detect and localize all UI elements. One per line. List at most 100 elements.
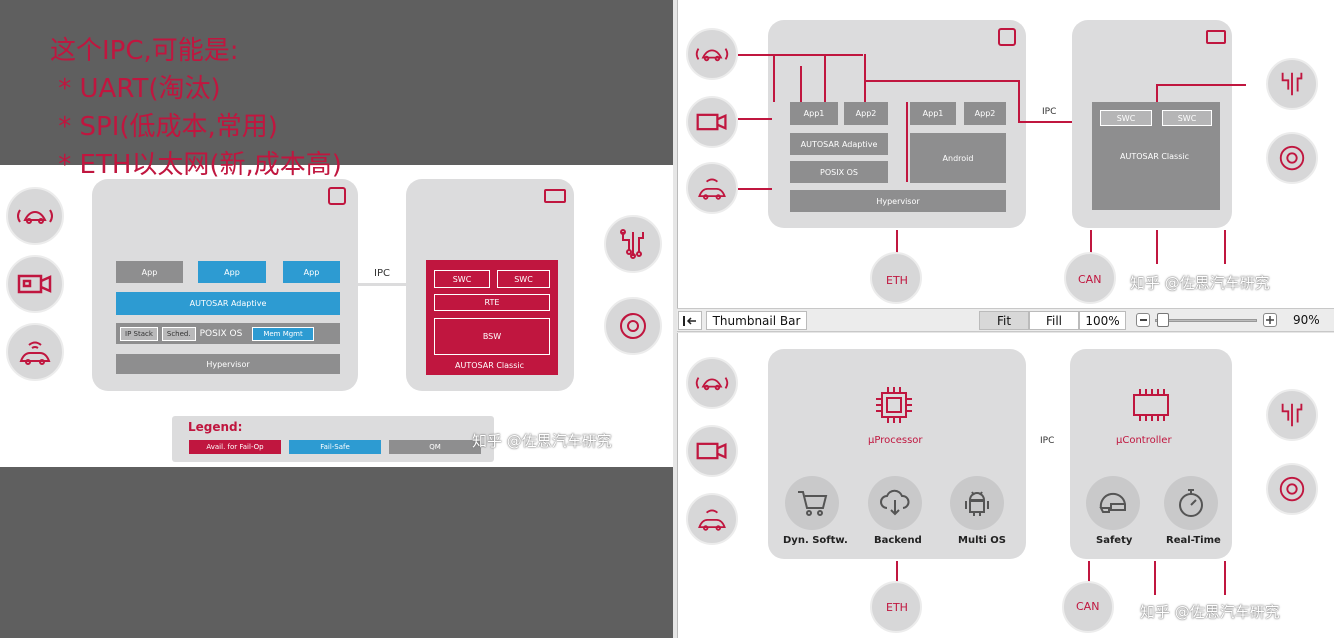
- watermark-bottom-right: 知乎 @佐思汽车研究: [1140, 603, 1280, 621]
- note-line-4: * ETH以太网(新,成本高): [50, 150, 342, 180]
- tr-camera-circle: [686, 96, 738, 148]
- brake-disc-icon: [620, 313, 646, 339]
- chip-icon: [998, 28, 1016, 46]
- tr-app3: App1: [910, 102, 956, 125]
- thumbnail-toggle-button[interactable]: [678, 311, 702, 330]
- tr-connector: [773, 54, 775, 102]
- brake-disc-icon: [1279, 476, 1305, 502]
- swc-2: SWC: [497, 270, 550, 288]
- br-eth-label: ETH: [886, 601, 908, 614]
- tr-bus-line: [1156, 230, 1158, 264]
- viewer-toolbar: Thumbnail Bar Fit Fill 100% 90%: [677, 308, 1334, 332]
- note-line-2: * UART(淘汰): [50, 74, 221, 104]
- camera-icon: [696, 113, 727, 131]
- microcontroller-icon: [544, 189, 566, 203]
- backend-label: Backend: [874, 535, 922, 546]
- car-wireless-icon: [698, 178, 726, 200]
- br-can-label: CAN: [1076, 600, 1100, 613]
- zoom-slider-track[interactable]: [1155, 319, 1257, 322]
- thumbnail-bar-button[interactable]: Thumbnail Bar: [706, 311, 807, 330]
- dyn-software-label: Dyn. Softw.: [783, 535, 848, 546]
- legend-fail-op: Avail. for Fail-Op: [189, 440, 281, 454]
- zoom-level: 90%: [1293, 313, 1320, 327]
- br-bus-line: [1154, 561, 1156, 595]
- tr-app4: App2: [964, 102, 1006, 125]
- car-sensor-icon: [695, 377, 729, 391]
- actual-size-button[interactable]: 100%: [1079, 311, 1126, 330]
- br-camera-circle: [686, 425, 738, 477]
- tr-connector: [738, 54, 863, 56]
- circuit-icon: [620, 229, 644, 259]
- tr-hypervisor: Hypervisor: [790, 190, 1006, 212]
- rte-box: RTE: [434, 294, 550, 311]
- br-controller-box: [1070, 349, 1232, 559]
- posix-label: POSIX OS: [199, 328, 243, 339]
- zoom-slider-handle[interactable]: [1157, 313, 1169, 327]
- android-icon: [965, 491, 989, 516]
- tr-connector: [906, 102, 908, 182]
- tr-classic-label: AUTOSAR Classic: [1120, 152, 1189, 161]
- app-2: App: [198, 261, 266, 283]
- autosar-classic-label: AUTOSAR Classic: [455, 361, 524, 370]
- dyn-software-circle: [785, 476, 839, 530]
- tr-ipc-label: IPC: [1042, 107, 1057, 117]
- chip-icon: [328, 187, 346, 205]
- tr-car-sensor-circle: [686, 28, 738, 80]
- br-bus-line: [896, 561, 898, 595]
- br-bus-line: [1088, 561, 1090, 595]
- safety-circle: [1086, 476, 1140, 530]
- legend-qm: QM: [389, 440, 481, 454]
- brake-disc-icon: [1279, 145, 1305, 171]
- tr-eth-label: ETH: [886, 274, 908, 287]
- fill-button[interactable]: Fill: [1029, 311, 1079, 330]
- tr-connector: [1156, 84, 1158, 106]
- tr-bus-line: [896, 230, 898, 264]
- br-ipc-label: IPC: [1040, 436, 1055, 446]
- circuit-icon: [1281, 72, 1303, 96]
- sidebar-toggle-icon: [683, 315, 696, 326]
- tr-connector: [1018, 80, 1020, 122]
- plus-icon: [1266, 316, 1274, 324]
- circuit-icon: [1281, 403, 1303, 427]
- autosar-adaptive-bar: AUTOSAR Adaptive: [116, 292, 340, 315]
- br-eth-circle: [870, 581, 922, 633]
- ucontroller-label: µController: [1116, 435, 1172, 446]
- tr-swc-2: SWC: [1162, 110, 1212, 126]
- br-car-wireless-circle: [686, 493, 738, 545]
- ip-stack-box: IP Stack: [120, 326, 158, 341]
- zoom-out-button[interactable]: [1136, 313, 1150, 327]
- tr-bus-line: [1090, 230, 1092, 264]
- multi-os-circle: [950, 476, 1004, 530]
- posix-bar: IP Stack Sched. POSIX OS Mem Mgmt: [116, 323, 340, 344]
- fit-button[interactable]: Fit: [979, 311, 1029, 330]
- camera-icon: [17, 274, 52, 294]
- cart-icon: [798, 491, 828, 516]
- swc-1: SWC: [434, 270, 490, 288]
- zoom-in-button[interactable]: [1263, 313, 1277, 327]
- tr-connector: [738, 118, 772, 120]
- slide-note: 这个IPC,可能是: * UART(淘汰) * SPI(低成本,常用): [50, 32, 278, 146]
- tr-bus-line: [1224, 230, 1226, 264]
- autosar-classic-block: [426, 260, 558, 375]
- camera-icon: [696, 442, 727, 460]
- tr-posix: POSIX OS: [790, 161, 888, 183]
- tr-connector: [1018, 121, 1118, 123]
- cloud-icon: [880, 489, 910, 516]
- car-sensor-circle: [6, 187, 64, 245]
- tr-car-wireless-circle: [686, 162, 738, 214]
- note-line-1: 这个IPC,可能是:: [50, 36, 239, 66]
- watermark-left: 知乎 @佐思汽车研究: [472, 432, 612, 450]
- br-car-sensor-circle: [686, 357, 738, 409]
- legend-box: [172, 416, 494, 462]
- chip-icon: [876, 387, 912, 423]
- br-circuit-circle: [1266, 389, 1318, 441]
- tr-connector: [864, 80, 1020, 82]
- app-1: App: [116, 261, 183, 283]
- left-panel: 这个IPC,可能是: * UART(淘汰) * SPI(低成本,常用) App …: [0, 0, 673, 638]
- top-right-panel: App1 App2 App1 App2 AUTOSAR Adaptive POS…: [677, 0, 1334, 308]
- multi-os-label: Multi OS: [958, 535, 1006, 546]
- backend-circle: [868, 476, 922, 530]
- note-line-3: * SPI(低成本,常用): [50, 112, 278, 142]
- ipc-label: IPC: [374, 268, 390, 279]
- helmet-icon: [1099, 492, 1126, 513]
